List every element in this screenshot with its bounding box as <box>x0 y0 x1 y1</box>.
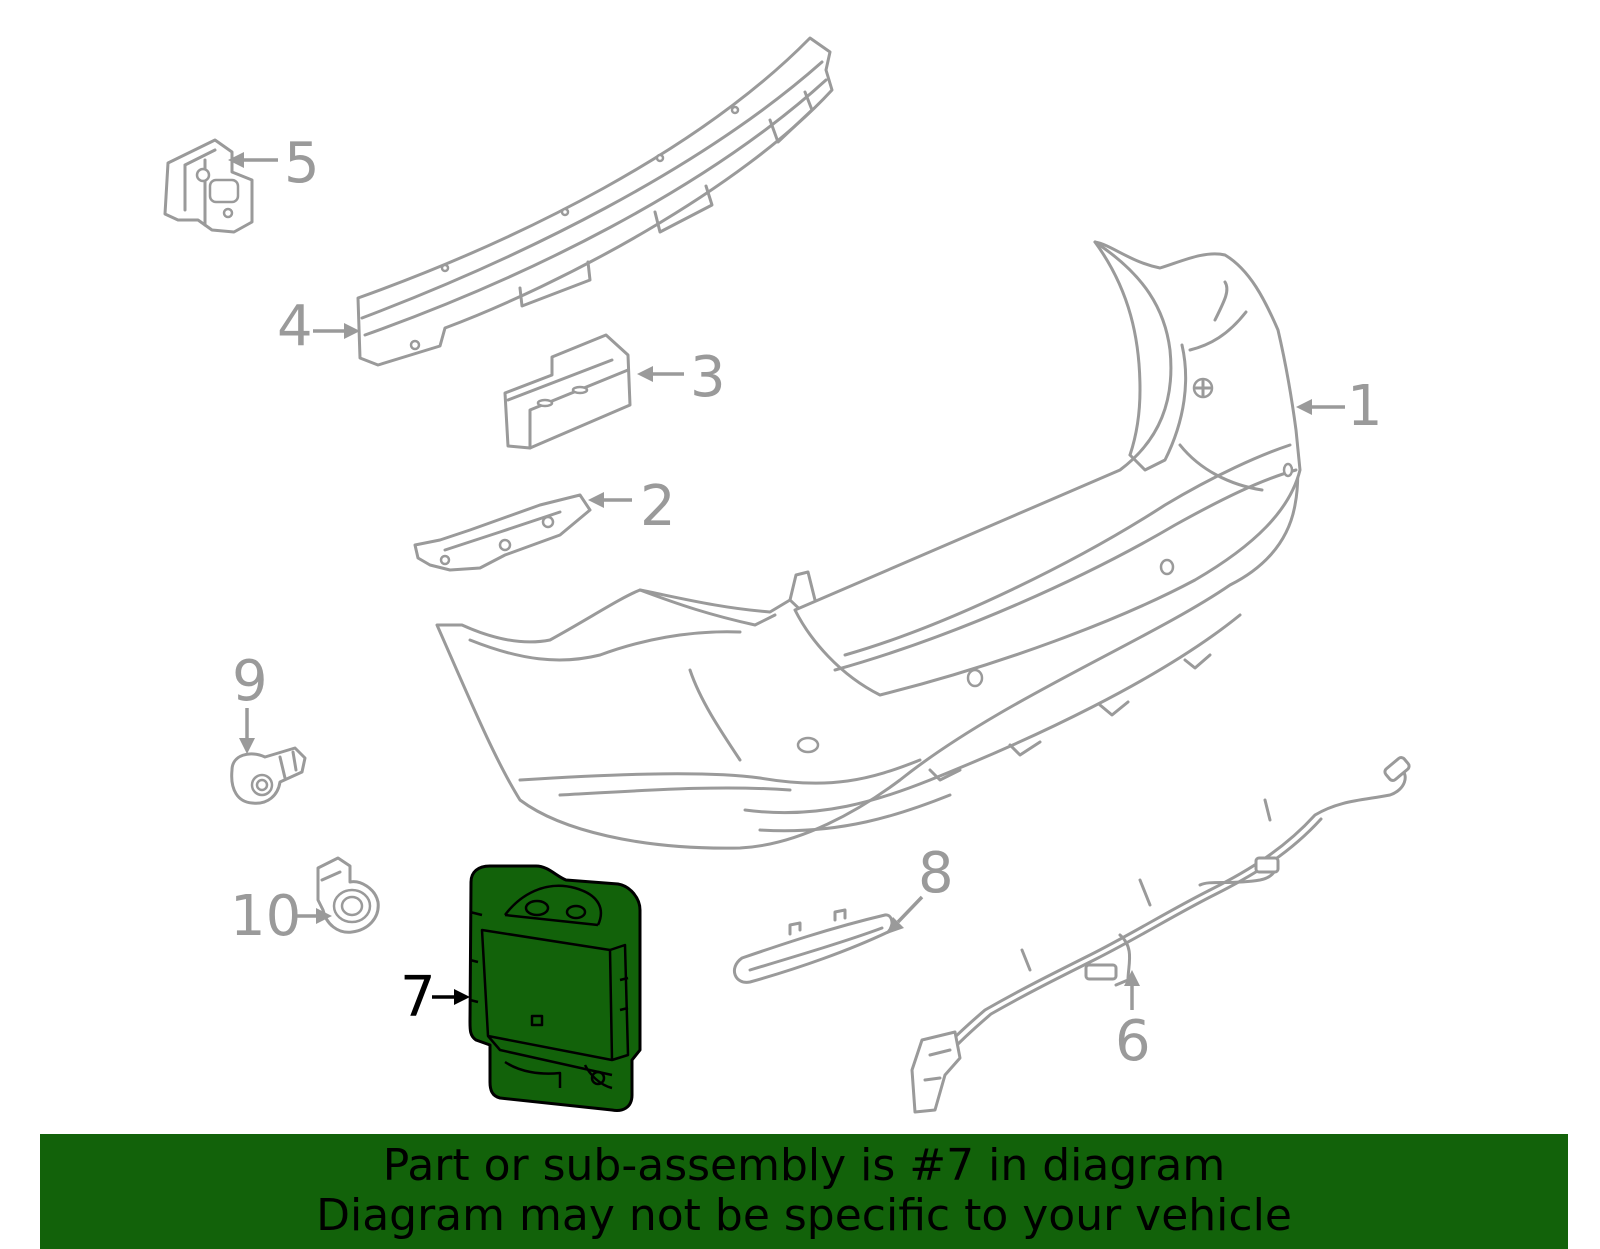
part-2-side-bracket[interactable] <box>413 493 592 572</box>
callout-5-label: 5 <box>284 131 320 196</box>
part-6-wiring-harness[interactable] <box>910 756 1411 1114</box>
callout-2-arrowhead <box>588 492 604 508</box>
callout-8-leader <box>896 895 924 924</box>
callout-5: 5 <box>228 131 320 196</box>
callout-7: 7 <box>400 965 470 1030</box>
callout-6-arrowhead <box>1124 970 1140 986</box>
callout-1-label: 1 <box>1347 374 1383 439</box>
callout-6-label: 6 <box>1115 1009 1151 1074</box>
banner-disclaimer-line: Diagram may not be specific to your vehi… <box>316 1190 1292 1241</box>
callout-9-label: 9 <box>232 649 268 714</box>
callout-1-arrowhead <box>1296 399 1312 415</box>
callout-4: 4 <box>277 294 360 359</box>
callout-3: 3 <box>637 345 726 410</box>
callout-2-label: 2 <box>640 474 676 539</box>
callout-10: 10 <box>230 884 332 949</box>
disclaimer-banner: Part or sub-assembly is #7 in diagram Di… <box>40 1134 1568 1249</box>
callout-7-arrowhead <box>454 989 470 1005</box>
callout-4-arrowhead <box>344 323 360 339</box>
callout-7-label: 7 <box>400 965 436 1030</box>
part-9-sensor[interactable] <box>230 746 307 805</box>
callout-6: 6 <box>1115 970 1151 1074</box>
callout-10-arrowhead <box>316 908 332 924</box>
part-8-reflector[interactable] <box>732 908 894 984</box>
callout-9-arrowhead <box>239 738 255 754</box>
callout-9: 9 <box>232 649 268 754</box>
part-7-control-module[interactable] <box>468 864 642 1112</box>
callout-10-label: 10 <box>230 884 301 949</box>
part-10-sensor-bezel[interactable] <box>316 856 380 934</box>
banner-part-line: Part or sub-assembly is #7 in diagram <box>382 1140 1226 1191</box>
callout-3-arrowhead <box>637 366 653 382</box>
callout-2: 2 <box>588 474 676 539</box>
callout-4-label: 4 <box>277 294 313 359</box>
callout-3-label: 3 <box>690 345 726 410</box>
part-4-reinforcement-bar[interactable] <box>356 36 834 367</box>
part-5-bracket[interactable] <box>163 138 254 234</box>
callout-5-arrowhead <box>228 152 244 168</box>
callout-8-label: 8 <box>918 841 954 906</box>
callout-8: 8 <box>887 841 954 934</box>
part-3-absorber[interactable] <box>503 333 632 450</box>
part-1-bumper-cover[interactable] <box>435 240 1302 850</box>
callout-1: 1 <box>1296 374 1383 439</box>
callout-8-arrowhead <box>887 917 904 934</box>
